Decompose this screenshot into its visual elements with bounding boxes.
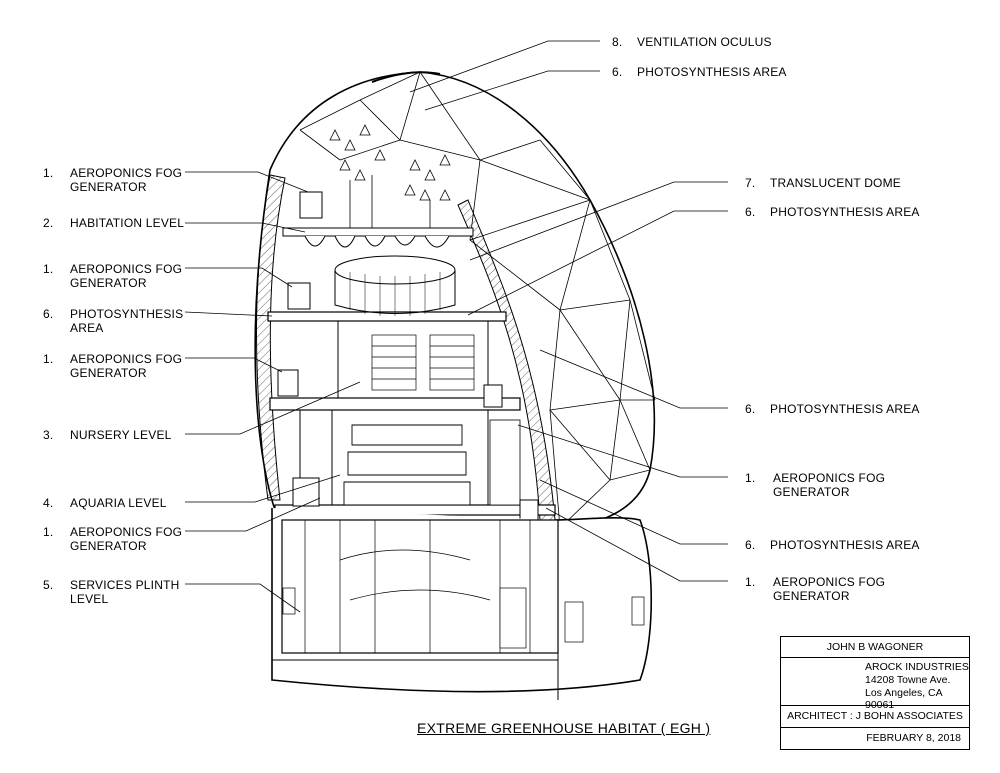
hanging-plant-pods	[305, 236, 449, 247]
nursery-shelves	[372, 335, 474, 390]
designer-name: JOHN B WAGONER	[781, 641, 969, 653]
address-line-1: 14208 Towne Ave.	[865, 674, 950, 686]
title-block-date-row: FEBRUARY 8, 2018	[781, 727, 969, 749]
left-plant-wall	[256, 175, 285, 500]
aquaria-tanks	[344, 425, 470, 505]
canopy-plants	[330, 125, 450, 228]
architect-credit: ARCHITECT : J BOHN ASSOCIATES	[781, 710, 969, 722]
title-block-company-row: AROCK INDUSTRIES 14208 Towne Ave. Los An…	[781, 657, 969, 706]
title-block-architect-row: ARCHITECT : J BOHN ASSOCIATES	[781, 705, 969, 728]
drawing-title: EXTREME GREENHOUSE HABITAT ( EGH )	[417, 720, 710, 736]
habitation-floor	[283, 228, 473, 236]
title-block-name-row: JOHN B WAGONER	[781, 637, 969, 658]
nursery-floor	[270, 398, 520, 410]
title-block: JOHN B WAGONER AROCK INDUSTRIES 14208 To…	[780, 636, 970, 750]
drawing-date: FEBRUARY 8, 2018	[866, 732, 961, 744]
company-name: AROCK INDUSTRIES	[865, 661, 969, 673]
